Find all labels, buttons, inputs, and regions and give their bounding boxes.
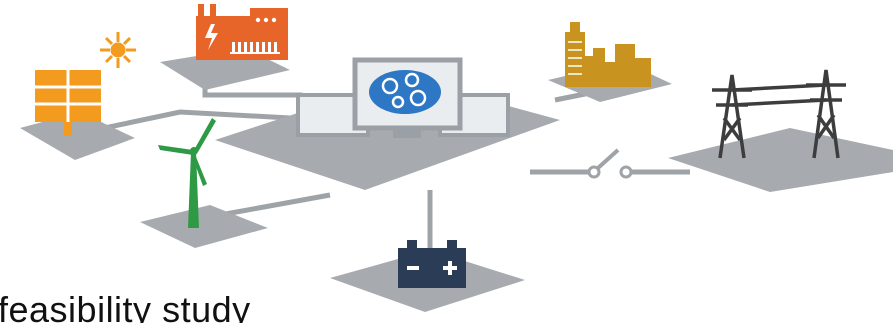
computer-brain-icon	[296, 57, 510, 138]
solar-platform	[20, 112, 135, 160]
turbine-platform	[140, 205, 268, 248]
battery-icon	[398, 240, 466, 288]
transmission-tower-icon	[712, 69, 846, 159]
switch-icon	[587, 148, 633, 179]
solar-panel-icon	[35, 70, 101, 136]
buildings-icon	[565, 22, 651, 87]
caption: feasibility study	[0, 289, 251, 323]
sun-icon	[100, 32, 136, 68]
grid-platform	[668, 128, 893, 192]
factory-icon	[196, 4, 288, 60]
wind-turbine-icon	[158, 118, 216, 228]
